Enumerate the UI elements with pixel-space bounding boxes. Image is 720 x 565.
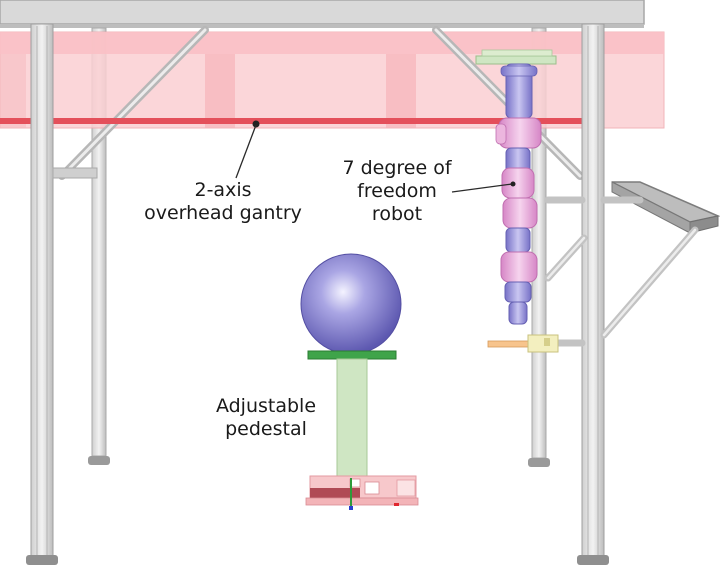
robot-leader-line xyxy=(451,183,513,193)
frame-post-front-right xyxy=(577,23,609,565)
gantry-label-line1: 2-axis xyxy=(194,179,252,201)
gantry-label-line2: overhead gantry xyxy=(144,202,302,224)
gantry-beam xyxy=(0,31,665,129)
pedestal-base xyxy=(305,475,419,510)
leader-lines xyxy=(235,124,513,193)
pedestal-label-line2: pedestal xyxy=(225,418,307,440)
gantry-rail xyxy=(0,118,588,128)
gantry-leader-line xyxy=(235,124,257,179)
frame-post-front-left xyxy=(26,23,58,565)
robot-label-line3: robot xyxy=(371,203,423,225)
frame-brace-lower-left xyxy=(52,167,98,179)
conveyor-tray-icon xyxy=(611,181,720,234)
end-effector-tool xyxy=(487,334,559,353)
robot-label: 7 degree of freedom robot xyxy=(322,157,472,226)
side-support-frame-highlight xyxy=(546,228,697,337)
robot-carriage-plate xyxy=(475,49,557,65)
gantry-label: 2-axis overhead gantry xyxy=(128,179,318,225)
robot-arm-icon xyxy=(495,63,542,325)
pedestal-label-line1: Adjustable xyxy=(215,395,317,417)
pedestal-plate xyxy=(307,350,397,360)
sphere-target-icon xyxy=(300,253,402,355)
robot-label-line2: freedom xyxy=(357,180,437,202)
robot-leader-dot xyxy=(510,181,516,187)
pedestal-column xyxy=(336,358,368,480)
top-frame-bar xyxy=(0,0,645,28)
robot-label-line1: 7 degree of xyxy=(342,157,452,179)
pedestal-label: Adjustable pedestal xyxy=(196,395,336,441)
